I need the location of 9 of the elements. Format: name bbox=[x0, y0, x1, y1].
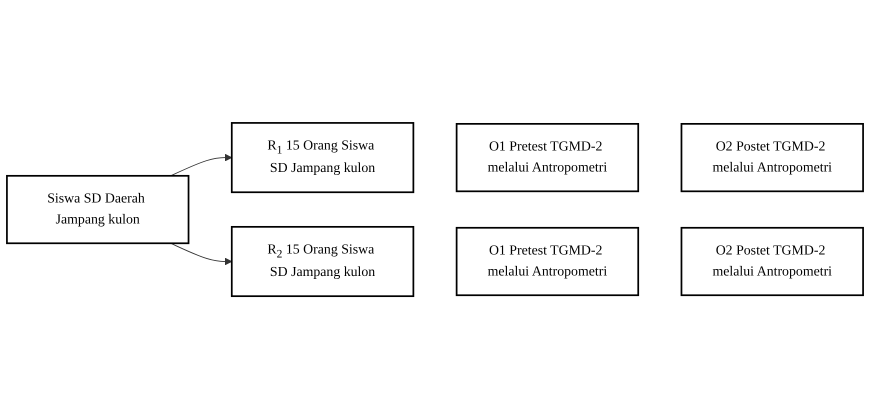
node-box: R$_{2}$ 15 Orang Siswa SD Jampang kulon bbox=[230, 226, 414, 297]
node-box: O2 Postet TGMD-2 melalui Antropometri bbox=[680, 226, 864, 296]
arrow bbox=[170, 154, 232, 176]
node-box: Siswa SD Daerah Jampang kulon bbox=[6, 174, 190, 244]
arrow bbox=[170, 242, 232, 266]
node-box: O2 Postet TGMD-2 melalui Antropometri bbox=[680, 122, 864, 192]
node-box: O1 Pretest TGMD-2 melalui Antropometri bbox=[456, 226, 640, 296]
node-box: O1 Pretest TGMD-2 melalui Antropometri bbox=[456, 122, 640, 192]
node-box: R$_{1}$ 15 Orang Siswa SD Jampang kulon bbox=[230, 122, 414, 194]
